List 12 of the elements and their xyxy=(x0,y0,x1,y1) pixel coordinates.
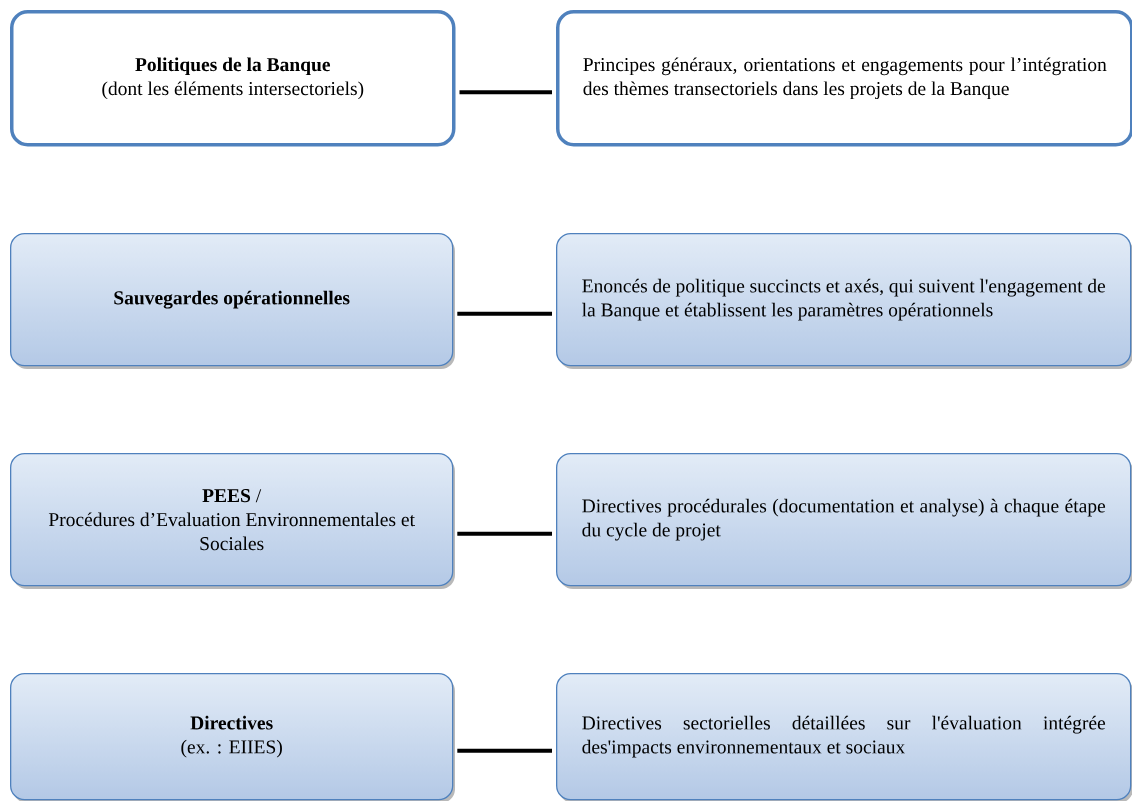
text-box: Politiques de la Banque (dont les éléments intersectoriels) xyxy=(10,10,456,147)
text-box: Directives sectorielles détaillées sur l'évaluation intégrée des'impacts environnementaux et sociaux xyxy=(556,673,1132,801)
text-box: Enoncés de politique succincts et axés, qui suivent l'engagement de la Banque et établissent les paramètres opérationnels xyxy=(556,233,1132,369)
connector-line xyxy=(457,531,552,536)
text-box: Sauvegardes opérationnelles xyxy=(10,233,455,369)
text-box: PEES / Procédures d’Evaluation Environnementales et Sociales xyxy=(10,453,455,589)
connector-line xyxy=(457,748,552,753)
connector-line xyxy=(459,90,552,95)
text-box: Directives procédurales (documentation et analyse) à chaque étape du cycle de projet xyxy=(556,453,1132,589)
text-box: Principes généraux, orientations et engagements pour l’intégration des thèmes transectoriels dans les projets de la Banque xyxy=(556,10,1132,147)
text-box: Directives (ex. : EIIES) xyxy=(10,673,455,801)
connector-line xyxy=(457,311,552,316)
